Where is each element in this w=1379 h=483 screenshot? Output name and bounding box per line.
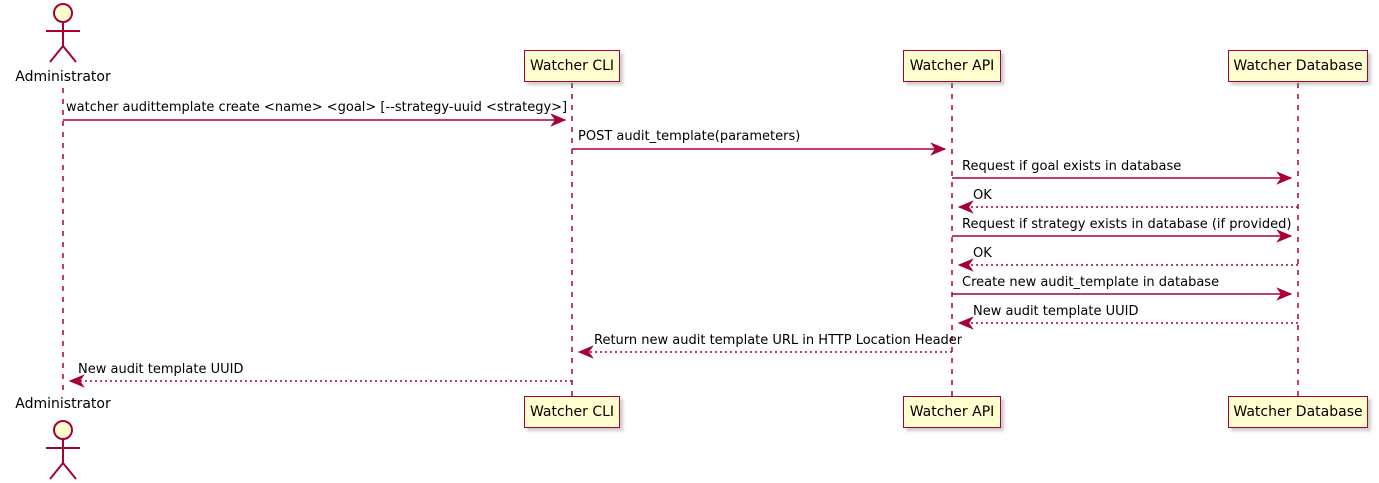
message-label-10: New audit template UUID (78, 362, 244, 377)
actor-figure-top (46, 3, 80, 63)
message-label-7: Create new audit_template in database (962, 275, 1220, 290)
message-label-1: watcher audittemplate create <name> <goa… (66, 100, 568, 115)
participant-box-watcher-cli-bottom[interactable]: Watcher CLI (524, 396, 620, 428)
actor-label-administrator-top: Administrator (15, 69, 111, 85)
message-label-5: Request if strategy exists in database (… (962, 217, 1292, 232)
message-label-4: OK (973, 188, 992, 203)
participant-box-watcher-cli-top[interactable]: Watcher CLI (524, 50, 620, 82)
participant-box-watcher-api-top[interactable]: Watcher API (903, 50, 1001, 82)
message-label-2: POST audit_template(parameters) (578, 129, 801, 144)
participant-box-watcher-database-top[interactable]: Watcher Database (1228, 50, 1368, 82)
participant-box-watcher-database-bottom[interactable]: Watcher Database (1228, 396, 1368, 428)
message-label-3: Request if goal exists in database (962, 159, 1182, 174)
message-label-6: OK (973, 246, 992, 261)
message-label-9: Return new audit template URL in HTTP Lo… (594, 333, 963, 348)
actor-figure-bottom (46, 420, 80, 480)
participant-box-watcher-api-bottom[interactable]: Watcher API (903, 396, 1001, 428)
actor-label-administrator-bottom: Administrator (15, 396, 111, 412)
message-label-8: New audit template UUID (973, 304, 1139, 319)
